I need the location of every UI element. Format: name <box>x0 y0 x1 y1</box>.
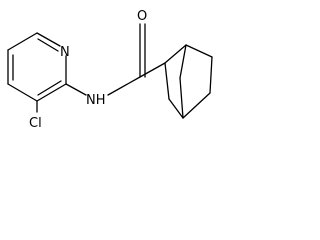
bond-c1-c6 <box>185 44 213 58</box>
bond-c2-c1 <box>164 44 187 64</box>
molecule-structure: N O NH Cl <box>7 9 213 131</box>
bond-c6-n1 <box>36 32 61 47</box>
bond-c5-c6 <box>7 32 38 51</box>
bond-c1-c7 <box>179 44 187 79</box>
bond-inner-c6-n1 <box>37 38 59 52</box>
bond-nh-carbonyl <box>107 76 141 96</box>
ring-nitrogen-label: N <box>60 45 70 60</box>
bond-c5-c4 <box>182 92 211 119</box>
amide-oxygen-label: O <box>137 9 147 24</box>
bond-c2-nh <box>65 83 87 96</box>
pyridine-ring <box>7 32 67 102</box>
bond-c7-c4 <box>179 77 184 119</box>
amide-nitrogen-label: NH <box>86 93 106 108</box>
bond-c4-c3 <box>168 98 184 119</box>
bond-c3-c2 <box>164 62 170 100</box>
bond-c3-c4 <box>7 83 38 102</box>
bond-inner-c2-c3 <box>37 80 62 96</box>
norbornane-cage <box>164 44 213 119</box>
bond-carbonyl-bicycle <box>139 62 166 78</box>
chlorine-label: Cl <box>29 116 42 131</box>
bond-c2-c3 <box>36 83 67 102</box>
bond-c6-c5 <box>209 56 213 94</box>
